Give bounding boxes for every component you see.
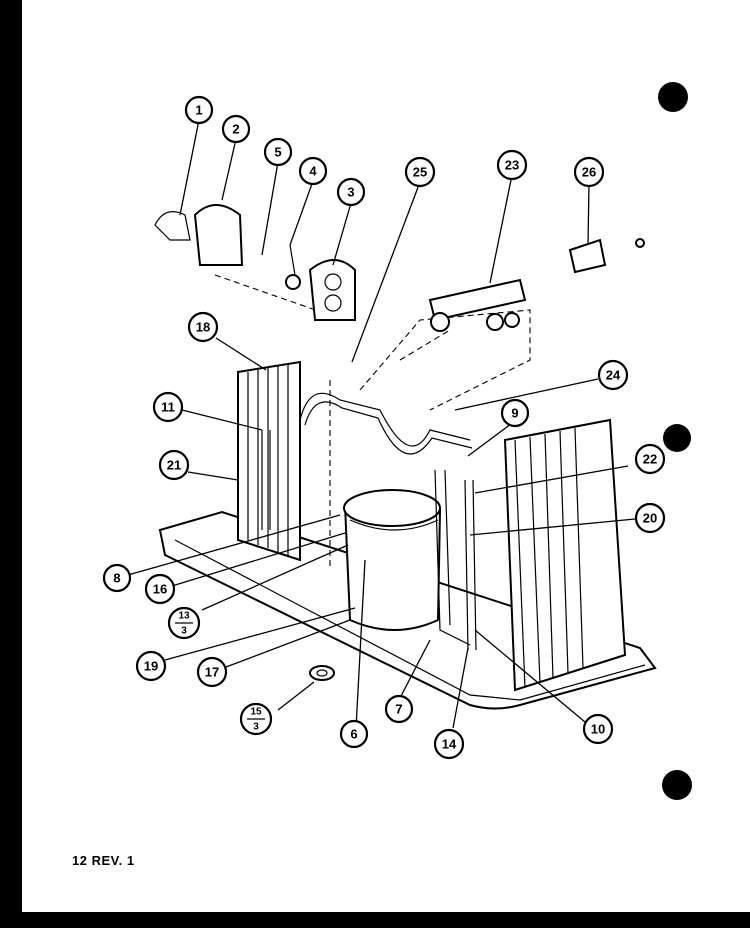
leader-lines (127, 119, 636, 729)
callout-20: 20 (634, 502, 666, 534)
svg-text:21: 21 (167, 458, 181, 473)
parts-diagram-sheet (22, 0, 750, 912)
svg-text:10: 10 (591, 722, 605, 737)
svg-text:13: 13 (178, 611, 190, 622)
callout-16: 16 (144, 573, 176, 605)
svg-text:5: 5 (274, 145, 281, 160)
svg-text:4: 4 (309, 164, 317, 179)
callout-13-3: 13 3 (167, 606, 201, 640)
callout-14: 14 (433, 728, 465, 760)
binder-hole-bottom (662, 770, 692, 800)
callout-1: 1 (184, 95, 214, 125)
capacitor-part (285, 244, 301, 290)
svg-text:22: 22 (643, 452, 657, 467)
svg-text:3: 3 (347, 185, 354, 200)
svg-text:20: 20 (643, 511, 657, 526)
svg-text:8: 8 (113, 571, 120, 586)
mounting-bracket (568, 238, 645, 274)
right-coil (503, 418, 627, 692)
callout-11: 11 (152, 391, 184, 423)
callout-25: 25 (404, 156, 436, 188)
callout-4: 4 (298, 156, 328, 186)
callout-2: 2 (221, 114, 251, 144)
binder-hole-top (658, 82, 688, 112)
callout-21: 21 (158, 449, 190, 481)
callout-19: 19 (135, 650, 167, 682)
callout-24: 24 (597, 359, 629, 391)
svg-text:26: 26 (582, 165, 596, 180)
callout-8: 8 (102, 563, 132, 593)
callout-6: 6 (339, 719, 369, 749)
svg-text:14: 14 (442, 737, 457, 752)
svg-text:3: 3 (181, 626, 187, 637)
callout-7: 7 (384, 694, 414, 724)
svg-text:3: 3 (253, 722, 259, 733)
callout-3: 3 (336, 177, 366, 207)
callout-26: 26 (573, 156, 605, 188)
callout-18: 18 (187, 311, 219, 343)
callout-9: 9 (500, 398, 530, 428)
grommet (309, 665, 335, 681)
terminal-cover-assembly (154, 204, 244, 266)
svg-text:19: 19 (144, 659, 158, 674)
compressor (343, 489, 442, 631)
svg-text:9: 9 (511, 406, 518, 421)
callout-22: 22 (634, 443, 666, 475)
svg-text:2: 2 (232, 122, 239, 137)
overload-plate (308, 259, 356, 321)
svg-text:16: 16 (153, 582, 167, 597)
svg-text:6: 6 (350, 727, 357, 742)
binder-hole-middle (663, 424, 691, 452)
refrigerant-tubing (261, 392, 477, 651)
left-coil (237, 360, 301, 562)
callout-5: 5 (263, 137, 293, 167)
svg-text:25: 25 (413, 165, 427, 180)
page-reference: 12 REV. 1 (72, 853, 135, 868)
solenoid-valve-assembly (428, 278, 527, 332)
svg-text:15: 15 (250, 707, 262, 718)
svg-text:11: 11 (161, 400, 175, 415)
svg-text:23: 23 (505, 158, 519, 173)
svg-text:24: 24 (606, 368, 621, 383)
assembly-guide-lines (214, 274, 531, 570)
svg-text:1: 1 (195, 103, 202, 118)
callout-10: 10 (582, 713, 614, 745)
callout-17: 17 (196, 656, 228, 688)
svg-text:7: 7 (395, 702, 402, 717)
callout-15-3: 15 3 (239, 702, 273, 736)
svg-text:17: 17 (205, 665, 219, 680)
svg-text:18: 18 (196, 320, 210, 335)
callout-23: 23 (496, 149, 528, 181)
